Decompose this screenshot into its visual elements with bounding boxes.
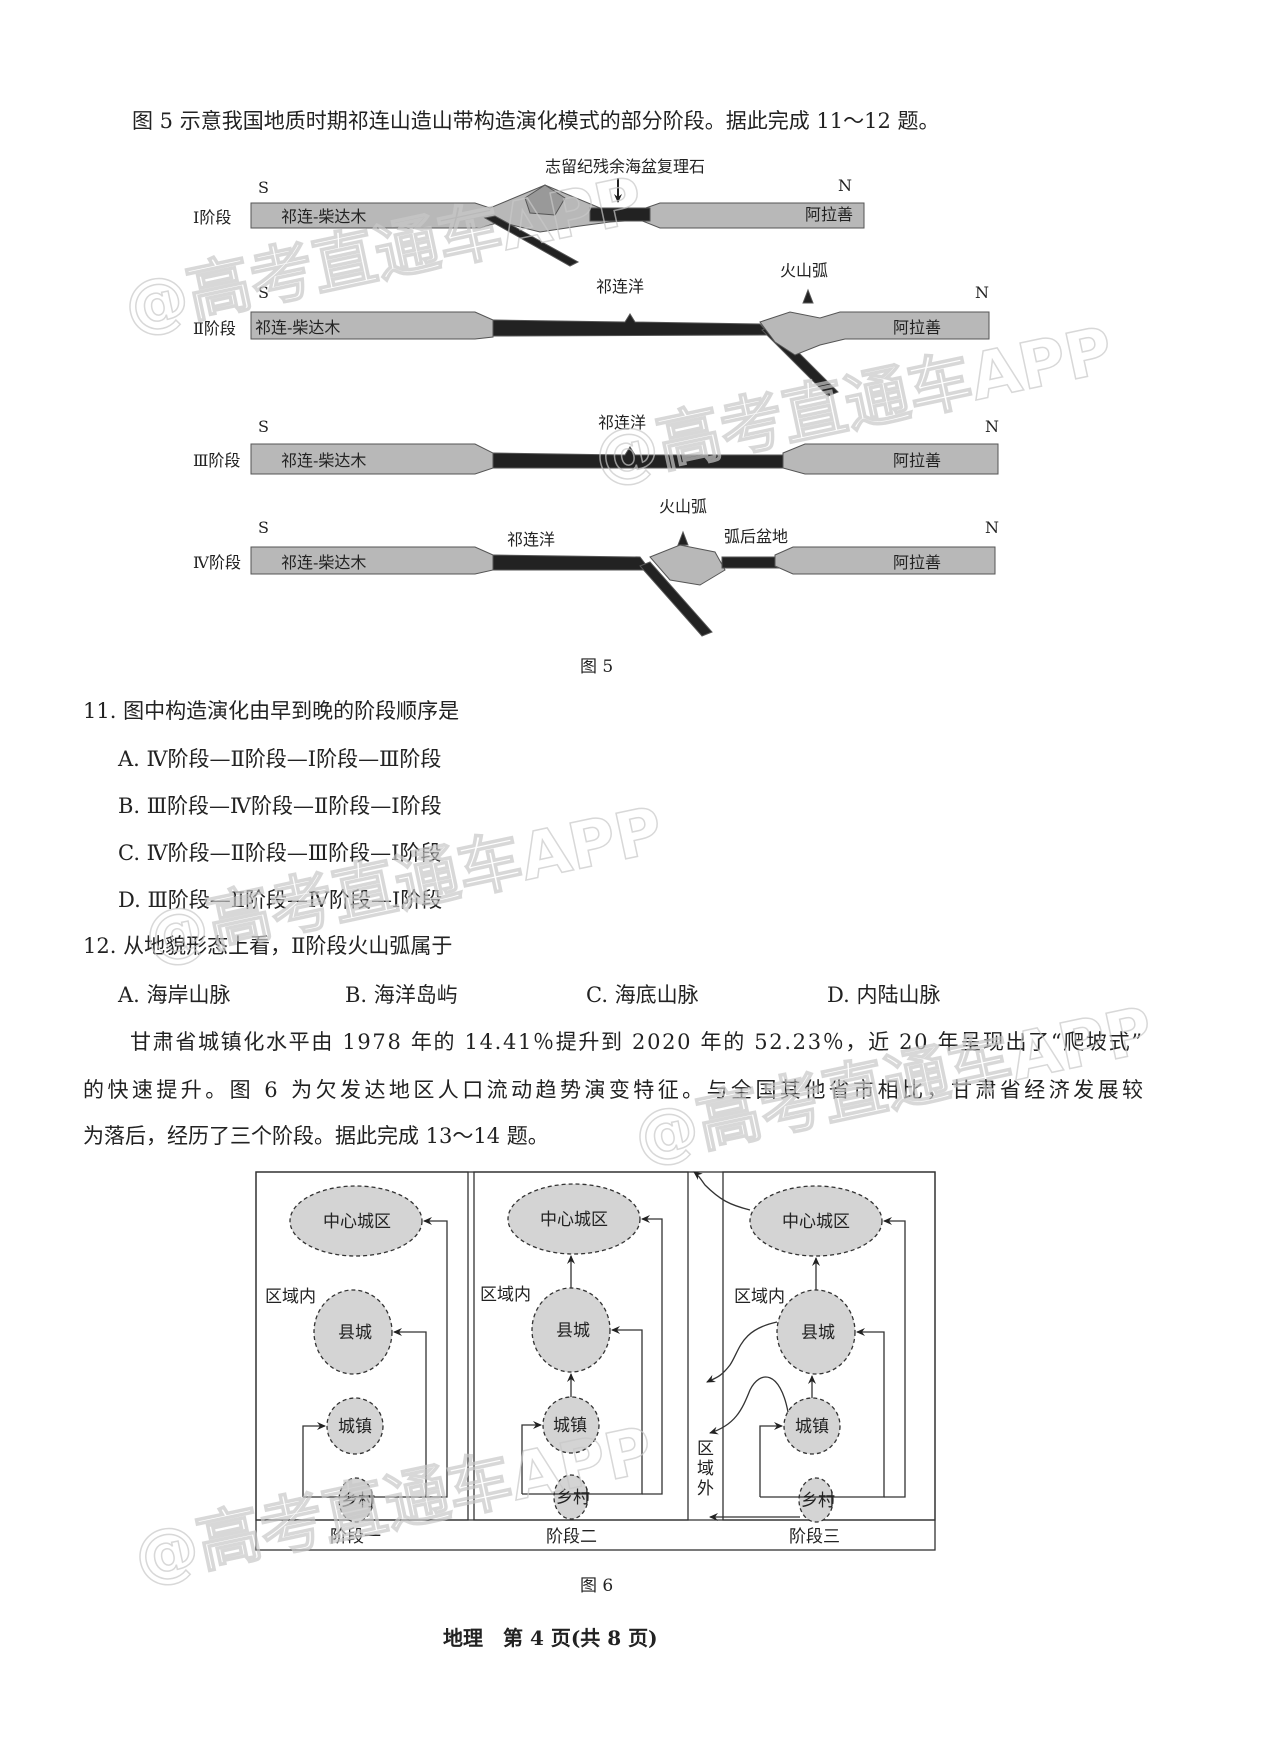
center-city: 中心城区 bbox=[540, 1210, 608, 1230]
stage-label: 阶段三 bbox=[789, 1527, 840, 1547]
stage-label: 阶段一 bbox=[330, 1527, 381, 1547]
stage-1-flow bbox=[289, 1185, 448, 1523]
stage-label: Ⅳ阶段 bbox=[193, 553, 241, 572]
north-label: N bbox=[838, 176, 852, 195]
stage-label: Ⅰ阶段 bbox=[193, 208, 231, 227]
intro-line: 甘肃省城镇化水平由 1978 年的 14.41％提升到 2020 年的 52.2… bbox=[130, 1030, 1142, 1054]
question-stem: 12. 从地貌形态上看，Ⅱ阶段火山弧属于 bbox=[83, 934, 452, 958]
fig6-labels: 中心城区 县城 城镇 乡村 区域内 阶段一 中心城区 县城 城镇 乡村 区域内 … bbox=[265, 1210, 850, 1547]
fig6-intro: 甘肃省城镇化水平由 1978 年的 14.41％提升到 2020 年的 52.2… bbox=[83, 1030, 1143, 1148]
stage-2-panel bbox=[473, 1171, 689, 1521]
right-block-label: 阿拉善 bbox=[805, 205, 853, 224]
figure-6: 中心城区 县城 城镇 乡村 区域内 阶段一 中心城区 县城 城镇 乡村 区域内 … bbox=[255, 1171, 936, 1551]
volcanic-arc-label: 火山弧 bbox=[659, 497, 707, 516]
fig5-intro: 图 5 示意我国地质时期祁连山造山带构造演化模式的部分阶段。据此完成 11～12… bbox=[132, 109, 940, 133]
option-a: A. Ⅳ阶段—Ⅱ阶段—Ⅰ阶段—Ⅲ阶段 bbox=[117, 747, 441, 771]
south-label: S bbox=[258, 178, 269, 197]
outside-region-char: 区 bbox=[697, 1439, 714, 1459]
south-label: S bbox=[258, 283, 269, 302]
right-block-label: 阿拉善 bbox=[893, 553, 941, 572]
watermark: @高考直通车APP @高考直通车APP @高考直通车APP @高考直通车APP … bbox=[117, 163, 1160, 1597]
question-12: 12. 从地貌形态上看，Ⅱ阶段火山弧属于 A. 海岸山脉 B. 海洋岛屿 C. … bbox=[83, 934, 940, 1007]
outside-region-char: 域 bbox=[697, 1459, 714, 1479]
stage-3-diagram: S N 祁连洋 Ⅲ阶段 祁连-柴达木 阿拉善 bbox=[193, 413, 999, 475]
inside-region: 区域内 bbox=[480, 1285, 531, 1305]
south-label: S bbox=[258, 417, 269, 436]
stage-label: Ⅱ阶段 bbox=[193, 319, 236, 338]
outflow-arrow bbox=[709, 1376, 789, 1435]
stage-4-diagram: S N 祁连洋 火山弧 弧后盆地 Ⅳ阶段 祁连-柴达木 阿拉善 bbox=[193, 497, 999, 637]
stage-1-diagram: S N 志留纪残余海盆复理石 Ⅰ阶段 祁连-柴达木 阿拉善 bbox=[193, 157, 865, 267]
option-d: D. Ⅲ阶段—Ⅱ阶段—Ⅳ阶段—Ⅰ阶段 bbox=[118, 888, 442, 912]
town: 城镇 bbox=[338, 1417, 372, 1437]
left-block-label: 祁连-柴达木 bbox=[281, 451, 366, 470]
right-block-label: 阿拉善 bbox=[893, 451, 941, 470]
center-city: 中心城区 bbox=[782, 1212, 850, 1232]
right-block-label: 阿拉善 bbox=[893, 318, 941, 337]
center-city: 中心城区 bbox=[323, 1212, 391, 1232]
intro-line: 的快速提升。图 6 为欠发达地区人口流动趋势演变特征。与全国其他省市相比，甘肃省… bbox=[83, 1078, 1143, 1102]
south-label: S bbox=[258, 518, 269, 537]
page-footer: 地理 第 4 页(共 8 页) bbox=[443, 1626, 658, 1650]
backarc-basin-label: 弧后盆地 bbox=[724, 527, 788, 546]
ocean-label: 祁连洋 bbox=[507, 530, 555, 549]
stage-label: Ⅲ阶段 bbox=[193, 451, 240, 470]
left-block-label: 祁连-柴达木 bbox=[281, 553, 366, 572]
outflow-arrow bbox=[706, 1321, 778, 1383]
village: 乡村 bbox=[341, 1491, 375, 1511]
option-b: B. 海洋岛屿 bbox=[345, 983, 458, 1007]
question-stem: 11. 图中构造演化由早到晚的阶段顺序是 bbox=[83, 699, 459, 723]
intro-line: 为落后，经历了三个阶段。据此完成 13～14 题。 bbox=[83, 1124, 549, 1148]
fig6-caption: 图 6 bbox=[580, 1576, 613, 1596]
stage-label: 阶段二 bbox=[546, 1527, 597, 1547]
left-block-label: 祁连-柴达木 bbox=[255, 318, 340, 337]
town: 城镇 bbox=[553, 1416, 587, 1436]
option-c: C. 海底山脉 bbox=[586, 983, 699, 1007]
option-c: C. Ⅳ阶段—Ⅱ阶段—Ⅲ阶段—Ⅰ阶段 bbox=[118, 841, 441, 865]
inside-region: 区域内 bbox=[734, 1287, 785, 1307]
option-d: D. 内陆山脉 bbox=[827, 983, 940, 1007]
ophiolite-label: 志留纪残余海盆复理石 bbox=[545, 157, 705, 176]
option-b: B. Ⅲ阶段—Ⅳ阶段—Ⅱ阶段—Ⅰ阶段 bbox=[118, 794, 442, 818]
village: 乡村 bbox=[556, 1488, 590, 1508]
stage-2-flow bbox=[507, 1183, 663, 1520]
stage-2-diagram: S N 祁连洋 火山弧 Ⅱ阶段 祁连-柴达木 阿拉善 bbox=[193, 261, 990, 397]
county-town: 县城 bbox=[338, 1323, 372, 1343]
fig5-caption: 图 5 bbox=[580, 657, 613, 677]
stage-3-flow bbox=[693, 1171, 906, 1523]
county-town: 县城 bbox=[556, 1321, 590, 1341]
figure-5: S N 志留纪残余海盆复理石 Ⅰ阶段 祁连-柴达木 阿拉善 S N 祁连洋 火山… bbox=[193, 157, 999, 637]
outside-region-char: 外 bbox=[697, 1479, 714, 1499]
village: 乡村 bbox=[801, 1491, 835, 1511]
town: 城镇 bbox=[795, 1417, 829, 1437]
option-a: A. 海岸山脉 bbox=[117, 983, 231, 1007]
ocean-label: 祁连洋 bbox=[598, 413, 646, 432]
ocean-label: 祁连洋 bbox=[596, 277, 644, 296]
north-label: N bbox=[975, 283, 989, 302]
left-block-label: 祁连-柴达木 bbox=[281, 207, 366, 226]
outflow-arrow bbox=[693, 1171, 751, 1211]
stage-3-panel bbox=[722, 1171, 936, 1521]
north-label: N bbox=[985, 417, 999, 436]
inside-region: 区域内 bbox=[265, 1287, 316, 1307]
county-town: 县城 bbox=[801, 1323, 835, 1343]
question-11: 11. 图中构造演化由早到晚的阶段顺序是 A. Ⅳ阶段—Ⅱ阶段—Ⅰ阶段—Ⅲ阶段 … bbox=[83, 699, 459, 912]
north-label: N bbox=[985, 518, 999, 537]
volcanic-arc-label: 火山弧 bbox=[780, 261, 828, 280]
